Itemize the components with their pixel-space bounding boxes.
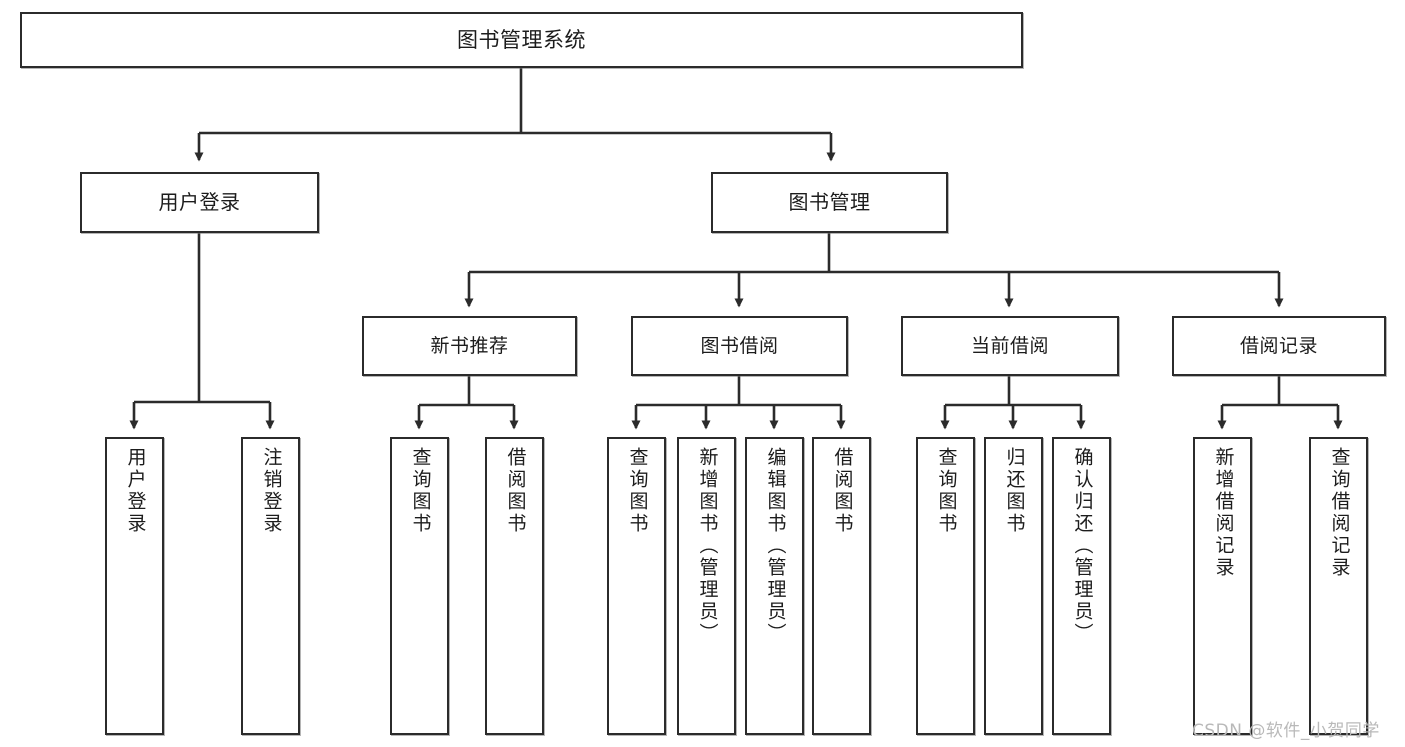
node-label: 归还图书	[1003, 447, 1026, 535]
node-root-book-management-system[interactable]: 图书管理系统	[20, 12, 1023, 68]
node-leaf-query-book-recommend[interactable]: 查询图书	[390, 437, 449, 735]
node-borrow-record[interactable]: 借阅记录	[1172, 316, 1386, 376]
node-leaf-borrow-book-recommend[interactable]: 借阅图书	[485, 437, 544, 735]
node-label: 借阅图书	[831, 447, 854, 535]
node-leaf-add-book[interactable]: 新增图书（管理员）	[677, 437, 736, 735]
node-leaf-query-borrow-record[interactable]: 查询借阅记录	[1309, 437, 1368, 735]
node-label: 编辑图书（管理员）	[764, 447, 787, 645]
node-label: 图书借阅	[700, 334, 779, 357]
node-label: 查询图书	[409, 447, 432, 535]
node-leaf-query-book-borrow[interactable]: 查询图书	[607, 437, 666, 735]
node-book-borrow[interactable]: 图书借阅	[631, 316, 848, 376]
node-current-borrow[interactable]: 当前借阅	[901, 316, 1119, 376]
node-leaf-user-login[interactable]: 用户登录	[105, 437, 164, 735]
node-label: 确认归还（管理员）	[1071, 447, 1094, 645]
node-label: 新增借阅记录	[1212, 447, 1235, 579]
node-new-book-recommend[interactable]: 新书推荐	[362, 316, 577, 376]
node-leaf-return-book[interactable]: 归还图书	[984, 437, 1043, 735]
node-label: 查询图书	[626, 447, 649, 535]
node-label: 借阅记录	[1239, 334, 1318, 357]
node-leaf-confirm-return[interactable]: 确认归还（管理员）	[1052, 437, 1111, 735]
watermark-csdn: CSDN @软件_小贺同学	[1192, 721, 1380, 741]
node-label: 查询借阅记录	[1328, 447, 1351, 579]
node-leaf-add-borrow-record[interactable]: 新增借阅记录	[1193, 437, 1252, 735]
node-label: 用户登录	[124, 447, 147, 535]
node-leaf-edit-book[interactable]: 编辑图书（管理员）	[745, 437, 804, 735]
node-label: 新增图书（管理员）	[696, 447, 719, 645]
node-label: 当前借阅	[970, 334, 1049, 357]
node-label: 图书管理	[788, 189, 871, 214]
node-book-manage[interactable]: 图书管理	[711, 172, 948, 233]
node-user-login[interactable]: 用户登录	[80, 172, 319, 233]
node-label: 新书推荐	[430, 334, 509, 357]
node-leaf-logout[interactable]: 注销登录	[241, 437, 300, 735]
node-label: 注销登录	[260, 447, 283, 535]
node-label: 借阅图书	[504, 447, 527, 535]
node-label: 图书管理系统	[457, 27, 586, 52]
node-leaf-borrow-book[interactable]: 借阅图书	[812, 437, 871, 735]
node-label: 用户登录	[158, 189, 241, 214]
node-label: 查询图书	[935, 447, 958, 535]
node-leaf-query-book-current[interactable]: 查询图书	[916, 437, 975, 735]
